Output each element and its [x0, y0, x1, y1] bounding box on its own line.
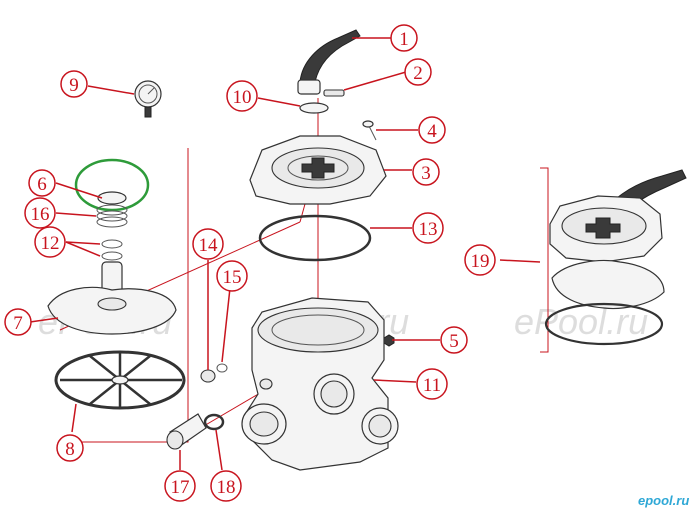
plug-part	[200, 369, 216, 383]
pressure-gauge-part	[134, 80, 162, 118]
svg-text:13: 13	[419, 219, 438, 240]
svg-text:18: 18	[217, 477, 236, 498]
callout-5: 5	[440, 326, 468, 354]
svg-text:12: 12	[41, 233, 60, 254]
callout-10: 10	[226, 80, 258, 112]
svg-text:9: 9	[69, 75, 79, 96]
valve-body-part	[241, 297, 399, 471]
cover-part	[249, 135, 387, 205]
callout-2: 2	[404, 58, 432, 86]
callout-11: 11	[416, 368, 448, 400]
svg-text:14: 14	[199, 235, 219, 256]
svg-text:15: 15	[223, 267, 242, 288]
spring-part	[96, 204, 128, 228]
callout-15: 15	[216, 260, 248, 292]
svg-text:5: 5	[449, 331, 459, 352]
leader-lines	[29, 37, 541, 471]
callout-7: 7	[4, 308, 32, 336]
svg-text:17: 17	[171, 477, 190, 498]
pin-part	[323, 89, 345, 97]
svg-text:4: 4	[427, 121, 437, 142]
callout-4: 4	[418, 116, 446, 144]
callout-1: 1	[390, 24, 418, 52]
svg-text:2: 2	[413, 63, 423, 84]
handle-washer-part	[299, 102, 329, 114]
washer-part	[97, 191, 127, 205]
rotor-part	[47, 261, 177, 335]
callout-19: 19	[464, 244, 496, 276]
svg-text:16: 16	[31, 204, 50, 225]
lid-assembly-part	[544, 169, 687, 346]
svg-text:11: 11	[423, 375, 441, 396]
site-logo: epool.ru	[638, 493, 689, 508]
callout-14: 14	[192, 228, 224, 260]
svg-text:3: 3	[421, 163, 431, 184]
callout-3: 3	[412, 158, 440, 186]
drain-plug-part	[166, 413, 207, 450]
svg-text:19: 19	[471, 251, 490, 272]
callout-8: 8	[56, 434, 84, 462]
cover-o-ring-part	[258, 214, 372, 262]
svg-text:1: 1	[399, 29, 409, 50]
callout-18: 18	[210, 470, 242, 502]
svg-text:7: 7	[13, 313, 23, 334]
callout-17: 17	[164, 470, 196, 502]
callout-9: 9	[60, 70, 88, 98]
svg-text:6: 6	[37, 174, 47, 195]
shaft-o-rings-part	[101, 239, 123, 261]
highlight-circle	[74, 158, 150, 212]
rotor-gasket-part	[54, 350, 186, 410]
drain-o-ring-part	[203, 413, 225, 431]
plug-o-ring-part	[216, 363, 228, 373]
screw-part	[362, 120, 377, 141]
callout-13: 13	[412, 212, 444, 244]
callout-16: 16	[24, 197, 56, 229]
callout-12: 12	[34, 226, 66, 258]
svg-text:8: 8	[65, 439, 75, 460]
handle-part	[297, 29, 361, 97]
callout-6: 6	[28, 169, 56, 197]
svg-text:10: 10	[233, 87, 252, 108]
